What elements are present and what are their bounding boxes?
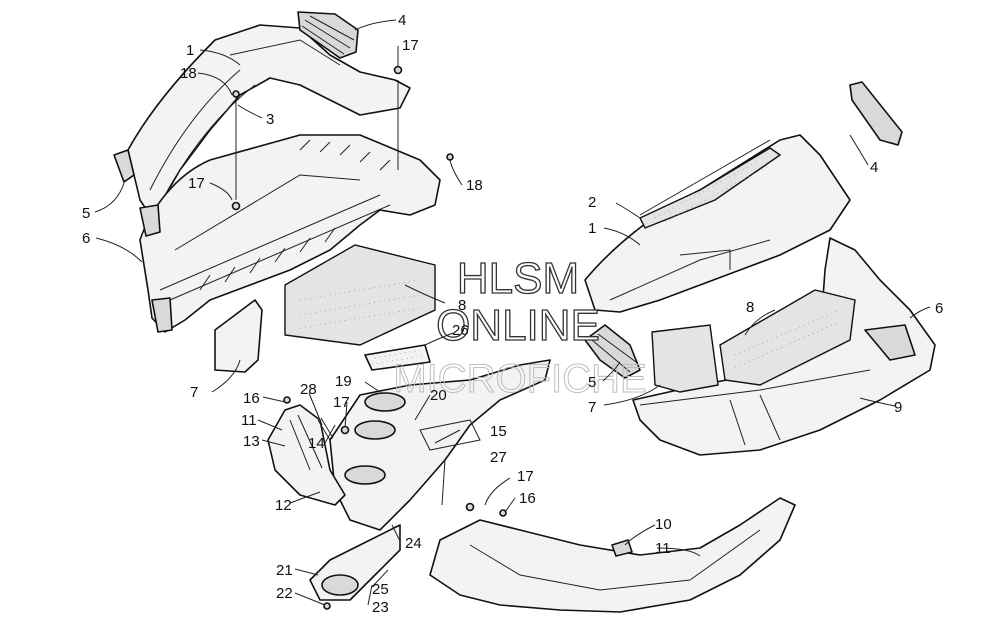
callout-21: 21 [276,562,293,579]
callout-7-right: 7 [588,399,596,416]
callout-17-right: 17 [517,468,534,485]
callout-labels: 1 4 17 18 3 17 18 5 6 8 26 7 16 28 19 20… [82,12,943,616]
callout-3: 3 [266,111,274,128]
watermark-line2: ONLINE [436,301,600,350]
callout-6-right: 6 [935,300,943,317]
callout-25: 25 [372,581,389,598]
callout-8-right: 8 [746,299,754,316]
fastener-17-c [340,425,350,435]
foam-pad-right [719,289,856,386]
callout-18-top: 18 [180,65,197,82]
vent-grille-right [849,81,903,146]
spring-28 [317,417,334,441]
callout-26: 26 [452,322,469,339]
callout-10: 10 [655,516,672,533]
fastener-16-a [283,396,291,404]
left-hood-assembly [113,11,551,601]
callout-16-left: 16 [243,390,260,407]
lower-bumper [429,497,796,613]
callout-13: 13 [243,433,260,450]
callout-23: 23 [372,599,389,616]
callout-4-left: 4 [398,12,406,29]
vent-grille-top [297,11,359,59]
fastener-17-d [465,502,475,512]
fastener-18-a [232,90,240,98]
callout-17-mid: 17 [333,394,350,411]
callout-15: 15 [490,423,507,440]
callout-7-left: 7 [190,384,198,401]
callout-27: 27 [490,449,507,466]
fastener-17-a [393,65,403,75]
air-deflector-panel-right [651,324,719,393]
side-duct-left [113,149,135,183]
callout-2: 2 [588,194,596,211]
callout-6-left: 6 [82,230,90,247]
callout-20: 20 [430,387,447,404]
callout-8-left: 8 [458,297,466,314]
callout-17-left: 17 [188,175,205,192]
callout-11-right: 11 [655,540,671,557]
fastener-16-b [499,509,507,517]
fastener-17-b [231,201,241,211]
callout-1-left: 1 [186,42,194,59]
callout-9: 9 [894,399,902,416]
callout-19: 19 [335,373,352,390]
callout-17-top: 17 [402,37,419,54]
leader-lines [94,19,931,606]
watermark-line1: HLSM [457,254,579,303]
callout-24: 24 [405,535,422,552]
fastener-22 [323,602,331,610]
fastener-18-b [446,153,454,161]
callout-22: 22 [276,585,293,602]
callout-18-right: 18 [466,177,483,194]
callout-5-right: 5 [588,374,596,391]
callout-14: 14 [308,435,325,452]
callout-5-left: 5 [82,205,90,222]
right-hood-assembly [429,81,936,613]
side-grille-right [584,324,641,379]
callout-28: 28 [300,381,317,398]
air-deflector-panel [214,299,263,373]
callout-11-left: 11 [241,412,257,429]
hood-upper-shell-right [584,134,851,313]
hardware-fasteners [231,65,507,610]
callout-4-right: 4 [870,159,878,176]
callout-1-right: 1 [588,220,596,237]
callout-16-right: 16 [519,490,536,507]
watermark: HLSM ONLINE MICROFICHE [393,253,647,401]
foam-pad-left [284,244,436,346]
callout-12: 12 [275,497,292,514]
side-bracket-left [267,404,346,506]
